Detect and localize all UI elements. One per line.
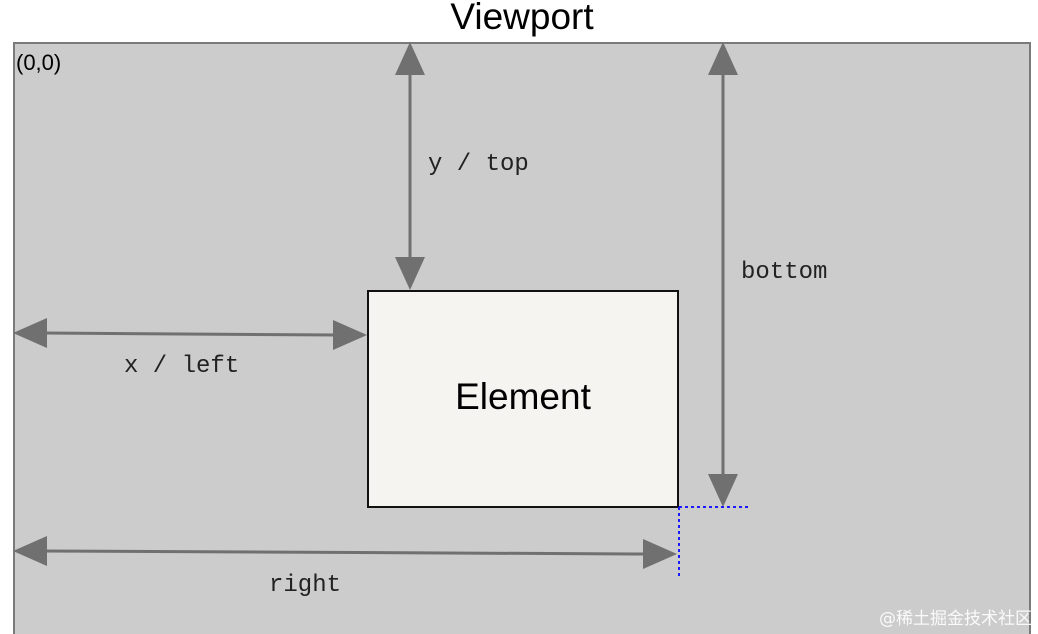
element-box: [367, 290, 679, 508]
origin-label: (0,0): [16, 50, 62, 75]
bottom-arrow: [708, 42, 738, 507]
element-label: Element: [455, 376, 591, 417]
right-label: right: [269, 572, 342, 599]
left-arrow: [13, 318, 367, 350]
left-label: x / left: [124, 353, 240, 380]
watermark-text: @稀土掘金技术社区: [879, 609, 1032, 629]
top-arrow: [395, 42, 425, 290]
top-label: y / top: [428, 151, 529, 178]
right-arrow: [13, 536, 677, 569]
bottom-label: bottom: [741, 259, 828, 286]
corner-guides: [678, 506, 750, 578]
viewport-title: Viewport: [450, 0, 594, 37]
